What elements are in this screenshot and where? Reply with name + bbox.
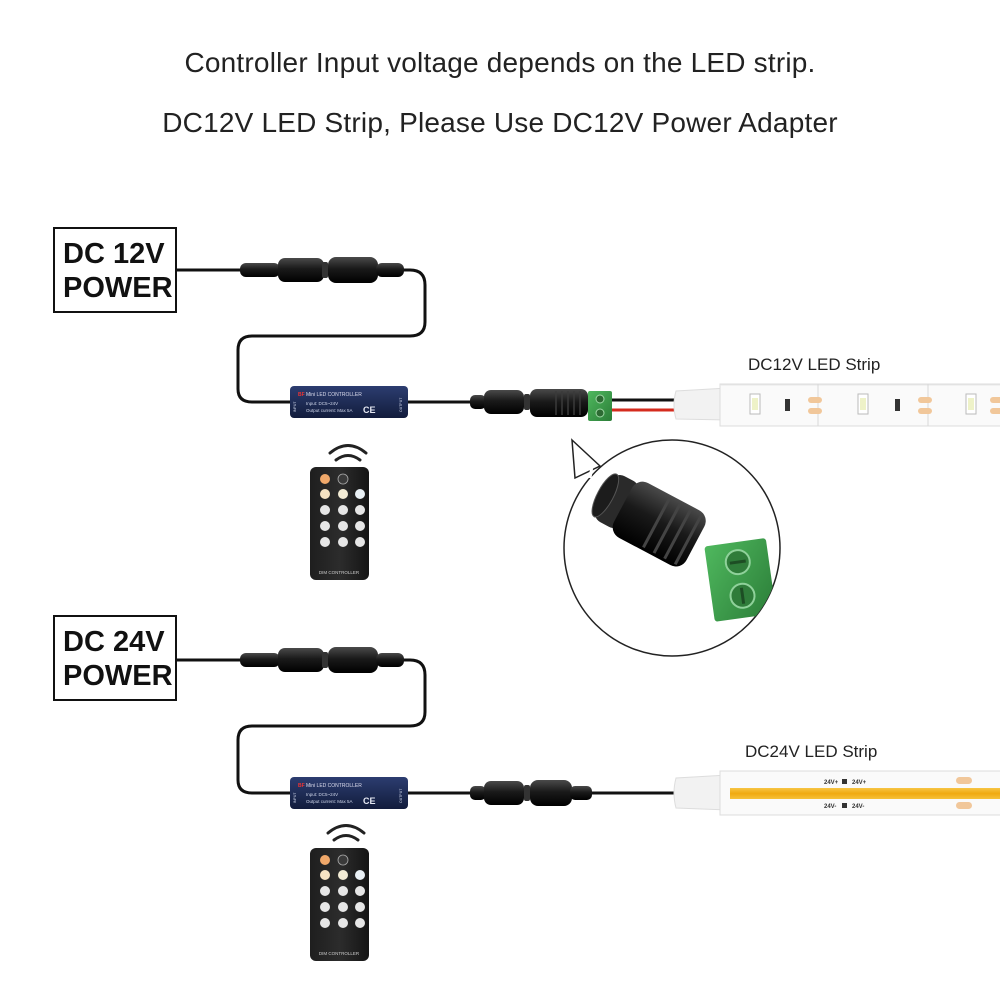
wireless-signal-icon (328, 444, 368, 462)
strip-label-24v: DC24V LED Strip (745, 742, 878, 761)
strip-marking-minus: 24V- (852, 804, 864, 810)
remote-label: DIM CONTROLLER (319, 951, 360, 956)
controller-output: Output current: Max 5A (306, 408, 353, 413)
remote-control: DIM CONTROLLER (310, 824, 369, 961)
controller-title: Mini LED CONTROLLER (306, 392, 362, 398)
loop-cable (236, 268, 427, 404)
adapter-zoom-callout (563, 438, 781, 657)
setup-24v: BF Mini LED CONTROLLER Input: DC5~24V Ou… (177, 647, 1000, 961)
dc-barrel-connector-pair (240, 647, 404, 673)
svg-text:BF: BF (298, 783, 305, 789)
dc-barrel-connector-pair (240, 257, 404, 283)
wireless-signal-icon (326, 824, 366, 842)
strip-label-12v: DC12V LED Strip (748, 355, 881, 374)
remote-control: DIM CONTROLLER (310, 444, 369, 580)
screw-terminal-icon (704, 538, 776, 622)
ce-mark: CE (363, 796, 376, 806)
power-box-24v: DC 24V POWER (53, 615, 177, 701)
headline-voltage-note: Controller Input voltage depends on the … (184, 47, 816, 78)
power-label-power: POWER (63, 272, 173, 304)
strip-marking-plus: 24V+ (824, 780, 839, 786)
controller-input: Input: DC5~24V (306, 792, 338, 797)
screw-terminal-icon (588, 391, 612, 421)
ce-mark: CE (363, 405, 376, 415)
led-strip-12v (673, 383, 1000, 427)
mini-led-controller: BF Mini LED CONTROLLER Input: DC5~24V Ou… (290, 777, 408, 809)
mini-led-controller: BF Mini LED CONTROLLER Input: DC5~24V Ou… (290, 386, 408, 418)
controller-input-side: INPUT (293, 792, 297, 803)
strip-marking-plus: 24V+ (852, 780, 867, 786)
controller-input: Input: DC5~24V (306, 401, 338, 406)
controller-output-side: OUTPUT (399, 788, 403, 803)
dc-barrel-connector-pair (470, 780, 592, 806)
controller-output: Output current: Max 5A (306, 799, 353, 804)
controller-output-side: OUTPUT (399, 397, 403, 412)
setup-12v: BF Mini LED CONTROLLER Input: DC5~24V Ou… (177, 257, 1000, 580)
led-chip-icon (749, 393, 977, 415)
dc-female-adapter (530, 389, 612, 421)
dc-barrel-jack-icon (591, 473, 776, 622)
led-strip-24v: 24V+ 24V+ 24V- 24V- (673, 770, 1000, 816)
controller-title: Mini LED CONTROLLER (306, 783, 362, 789)
dc-barrel-connector-pair (470, 390, 530, 414)
cob-light-band (730, 788, 1000, 799)
controller-input-side: INPUT (293, 401, 297, 412)
svg-text:BF: BF (298, 392, 305, 398)
headline-adapter-note: DC12V LED Strip, Please Use DC12V Power … (162, 107, 838, 138)
remote-label: DIM CONTROLLER (319, 570, 360, 575)
strip-marking-minus: 24V- (824, 804, 836, 810)
loop-cable (236, 658, 427, 795)
power-label-voltage: DC 12V (63, 238, 165, 270)
power-box-12v: DC 12V POWER (53, 227, 177, 313)
power-label-voltage: DC 24V (63, 626, 165, 658)
power-label-power: POWER (63, 660, 173, 692)
